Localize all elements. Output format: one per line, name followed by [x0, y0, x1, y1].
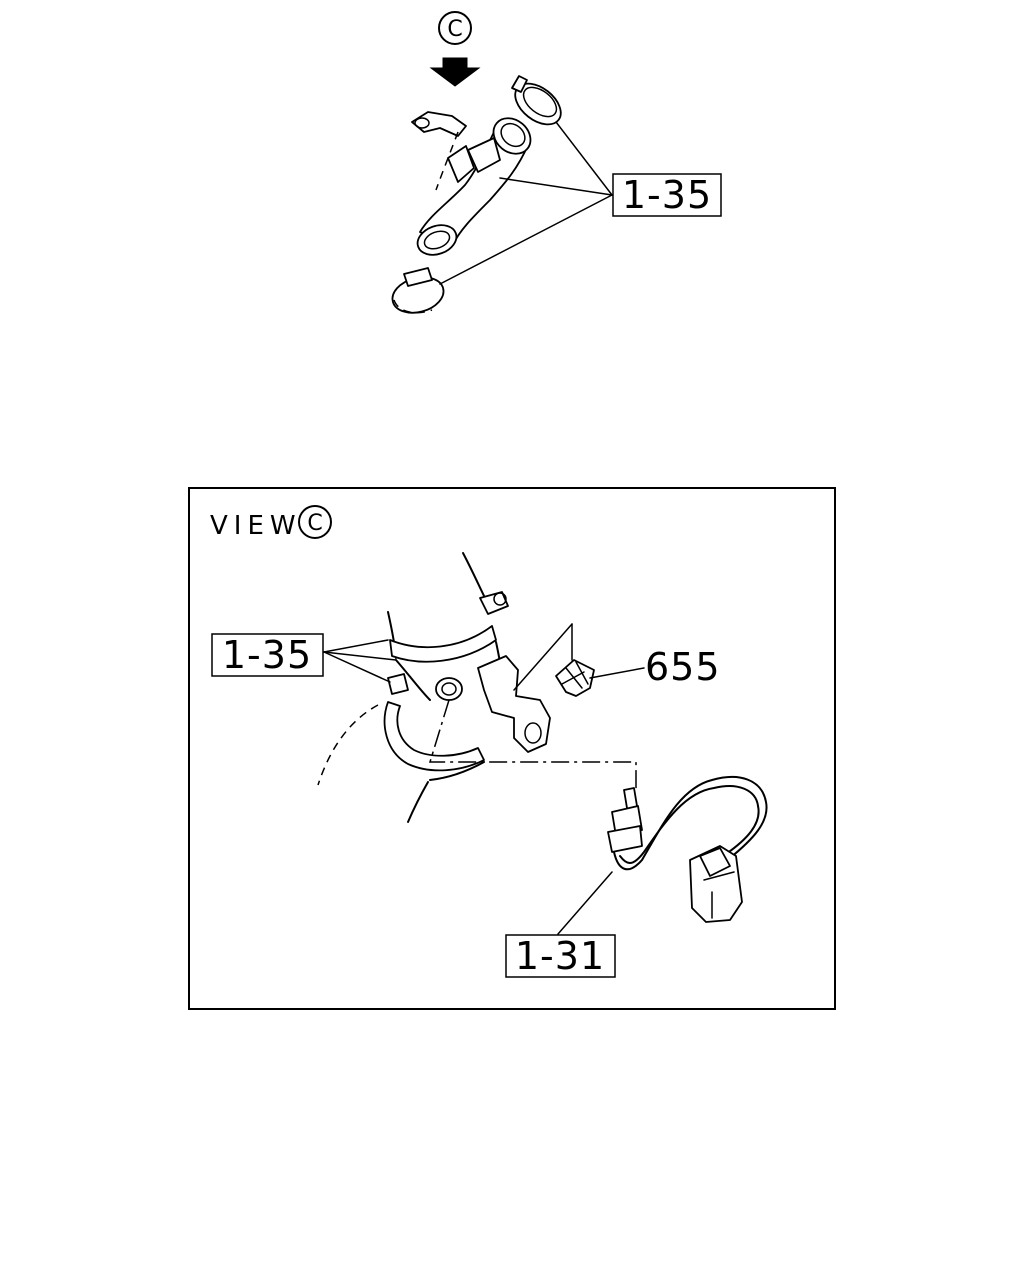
label-1-35-top: 1-35 — [612, 173, 722, 217]
sensor-centerline — [428, 699, 637, 790]
svg-text:1-31: 1-31 — [515, 934, 605, 978]
leader-1-31 — [557, 871, 613, 935]
label-1-35-detail: 1-35 — [211, 633, 324, 677]
lower-hose-clamp — [391, 267, 445, 314]
svg-text:C: C — [307, 511, 322, 536]
svg-text:1-35: 1-35 — [622, 173, 712, 217]
hose-detail — [317, 552, 551, 823]
label-655: 655 — [645, 645, 721, 689]
top-illustration: C — [391, 11, 722, 314]
water-hose-top — [411, 111, 532, 256]
svg-text:1-35: 1-35 — [222, 633, 312, 677]
detail-frame — [188, 487, 836, 1010]
view-marker-letter: C — [447, 17, 462, 42]
upper-hose-clamp — [511, 75, 562, 126]
label-1-31: 1-31 — [505, 934, 616, 978]
view-marker-top: C — [438, 11, 472, 45]
clip-655 — [513, 623, 645, 697]
view-marker-detail: C — [298, 505, 332, 539]
view-direction-arrow — [429, 57, 481, 87]
leaders-top — [439, 121, 613, 285]
leaders-detail-1-35 — [323, 639, 397, 683]
detail-view: VIEW C — [188, 487, 836, 1010]
detail-title: VIEW — [210, 511, 302, 541]
temperature-sensor — [607, 776, 768, 923]
